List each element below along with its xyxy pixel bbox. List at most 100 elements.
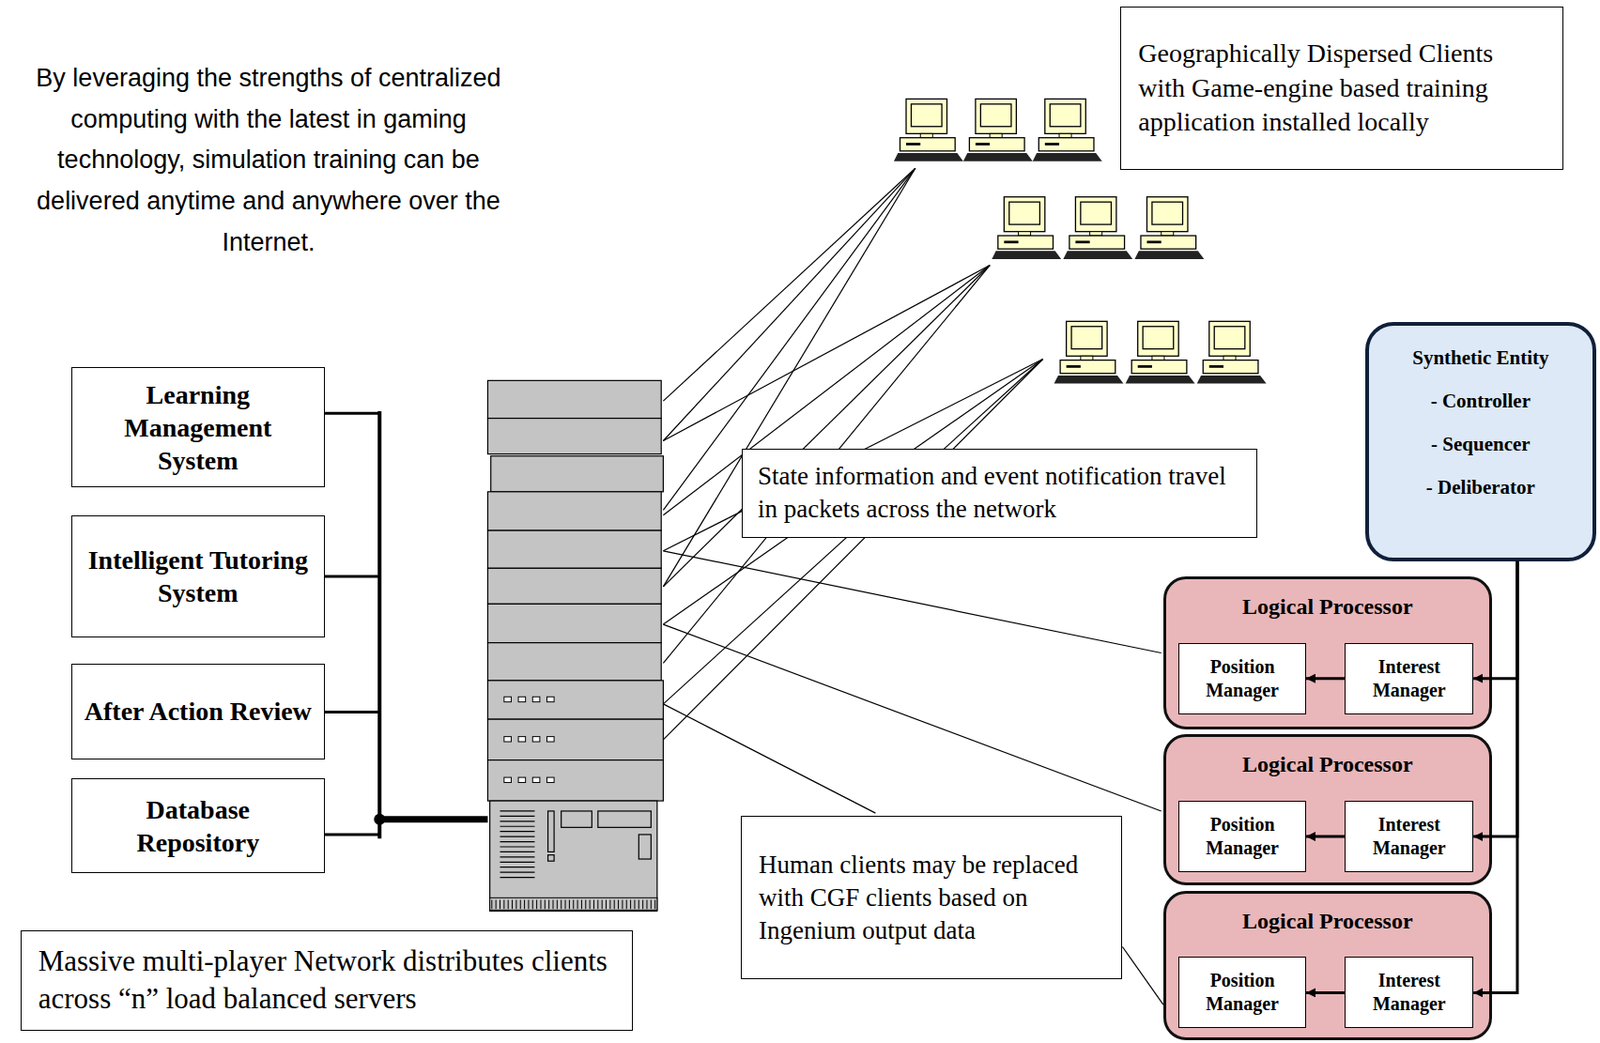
rack-unit — [491, 456, 664, 493]
node-text: Logical Processor — [1242, 752, 1414, 778]
vent-line — [500, 836, 536, 838]
computer-icon — [893, 98, 964, 161]
network-line — [662, 704, 876, 814]
bus-junction — [373, 814, 385, 826]
screen — [1071, 326, 1103, 350]
network-line — [662, 359, 1043, 740]
network-line — [662, 265, 990, 442]
node-text: Geographically Dispersed Clients with Ga… — [1138, 36, 1533, 139]
drive-slot — [1075, 240, 1090, 244]
foot-tick — [617, 900, 619, 910]
node-text: Position Manager — [1183, 969, 1302, 1016]
cpu-case — [998, 235, 1054, 249]
drive-slot — [975, 142, 990, 146]
server-rack — [487, 380, 663, 911]
foot-tick — [654, 900, 656, 910]
monitor-neck — [1161, 231, 1174, 236]
indicator — [504, 777, 512, 783]
monitor — [975, 98, 1016, 134]
foot-tick — [597, 900, 599, 910]
cpu-case — [1038, 138, 1094, 152]
drive-slot — [1045, 142, 1060, 146]
vent-line — [500, 841, 536, 843]
bus-stub — [324, 832, 381, 836]
foot-tick — [527, 900, 529, 910]
rack-unit — [487, 418, 662, 455]
keyboard — [991, 250, 1062, 260]
foot-tick — [520, 900, 522, 910]
network-line — [662, 265, 990, 587]
drive-slot — [1138, 365, 1153, 369]
computer-icon — [1197, 321, 1267, 384]
entity-box: Synthetic Entity- Controller- Sequencer-… — [1365, 322, 1597, 561]
computer-icon — [1134, 197, 1204, 260]
foot-tick — [536, 900, 538, 910]
indicator — [518, 737, 526, 742]
cpu-case — [1131, 360, 1187, 374]
monitor — [1066, 321, 1108, 356]
callout-box: Massive multi-player Network distributes… — [20, 930, 633, 1031]
computer-icon — [991, 197, 1062, 260]
indicator — [546, 696, 554, 702]
vent-line — [500, 851, 536, 853]
screen — [1214, 326, 1246, 350]
foot-tick — [539, 900, 541, 910]
vent-line — [500, 820, 536, 822]
foot-tick — [605, 900, 607, 910]
keyboard — [893, 153, 964, 162]
foot-tick — [553, 900, 554, 910]
manager-box: Position Manager — [1178, 956, 1307, 1029]
rack-unit — [487, 760, 663, 801]
rack-unit — [487, 719, 663, 760]
connector — [1122, 946, 1163, 1005]
rack-unit — [487, 643, 662, 681]
foot-tick — [560, 900, 562, 910]
foot-tick — [523, 900, 525, 910]
foot-tick — [577, 900, 579, 910]
computer-icon — [1062, 197, 1133, 260]
network-line — [662, 168, 915, 441]
node-text: - Sequencer — [1430, 434, 1531, 455]
system-box: Database Repository — [71, 778, 325, 874]
indicator — [532, 777, 540, 783]
foot-tick — [515, 900, 517, 910]
node-text: State information and event notification… — [757, 460, 1242, 526]
foot-tick — [642, 900, 644, 910]
rack-unit — [487, 603, 662, 643]
monitor-neck — [1223, 355, 1236, 360]
system-bus — [324, 411, 489, 839]
panel-slot — [548, 855, 555, 862]
foot-tick — [589, 900, 591, 910]
screen — [910, 104, 942, 127]
indicator — [532, 696, 540, 702]
monitor — [1146, 197, 1187, 232]
foot-tick — [646, 900, 647, 910]
foot-tick — [614, 900, 616, 910]
monitor-neck — [1059, 133, 1072, 138]
vent-line — [500, 830, 536, 832]
node-text: Logical Processor — [1242, 594, 1414, 620]
drive-slot — [1146, 240, 1161, 244]
node-text: Position Manager — [1183, 813, 1302, 861]
foot-tick — [593, 900, 595, 910]
cpu-case — [1069, 235, 1125, 249]
node-text: Human clients may be replaced with CGF c… — [758, 848, 1080, 948]
vent-line — [500, 810, 536, 812]
bus-stub — [324, 575, 381, 579]
foot-tick — [638, 900, 640, 910]
indicator — [546, 737, 554, 742]
node-text: Logical Processor — [1242, 908, 1414, 935]
drive-slot — [1209, 365, 1224, 369]
foot-tick — [621, 900, 623, 910]
rack-base — [490, 800, 658, 911]
screen — [1080, 201, 1112, 225]
foot-tick — [609, 900, 611, 910]
vent-line — [500, 846, 536, 847]
foot-tick — [633, 900, 635, 910]
foot-tick — [503, 900, 505, 910]
computer-icon — [1032, 98, 1103, 161]
drive-slot — [1003, 240, 1018, 244]
foot-tick — [569, 900, 570, 910]
foot-tick — [572, 900, 574, 910]
processor-box: Logical ProcessorPosition ManagerInteres… — [1163, 734, 1493, 886]
